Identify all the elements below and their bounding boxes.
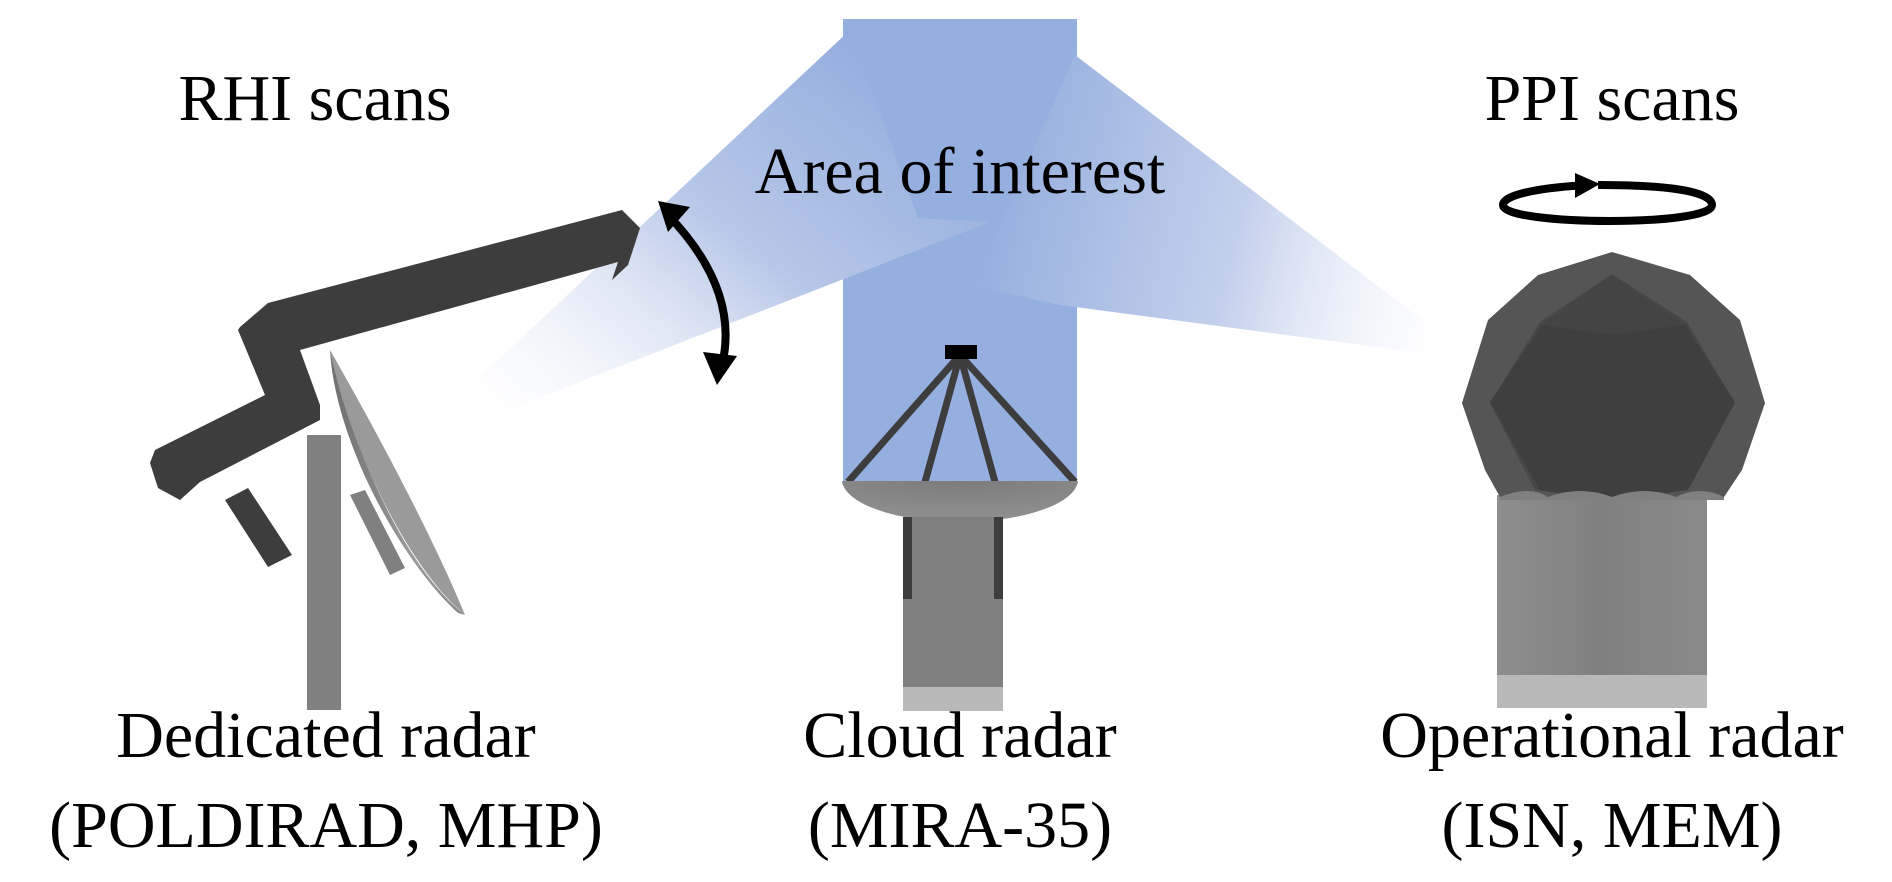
cloud-radar-base: [903, 687, 1003, 711]
cloud-radar: [842, 345, 1078, 711]
ppi-scans-title: PPI scans: [1485, 62, 1740, 135]
operational-radar-base: [1497, 675, 1707, 708]
area-of-interest-label: Area of interest: [755, 135, 1165, 208]
dedicated-radar-pedestal: [307, 435, 341, 710]
dedicated-radar-arm: [150, 210, 640, 500]
radar-label-cloud: Cloud radar (MIRA-35): [803, 699, 1116, 862]
operational-radar: [1462, 252, 1765, 708]
radar-models: (MIRA-35): [808, 789, 1112, 862]
radar-name: Operational radar: [1380, 699, 1844, 772]
radar-name: Dedicated radar: [116, 699, 536, 772]
radar-label-operational: Operational radar (ISN, MEM): [1380, 699, 1844, 862]
dedicated-radar: [150, 210, 640, 710]
cloud-radar-body: [903, 517, 1003, 687]
rhi-scans-title: RHI scans: [178, 62, 451, 135]
cloud-radar-feed: [945, 345, 977, 359]
cloud-radar-dish: [842, 481, 1078, 522]
radar-models: (POLDIRAD, MHP): [49, 789, 603, 862]
rotation-arrow-icon: [1498, 173, 1717, 226]
radar-label-dedicated: Dedicated radar (POLDIRAD, MHP): [49, 699, 603, 862]
operational-radar-tower: [1497, 495, 1707, 675]
radar-models: (ISN, MEM): [1442, 789, 1783, 862]
radar-name: Cloud radar: [803, 699, 1116, 772]
elevation-arrow-icon: [658, 201, 737, 385]
operational-radar-radome: [1462, 252, 1765, 500]
ppi-beam: [973, 55, 1475, 360]
